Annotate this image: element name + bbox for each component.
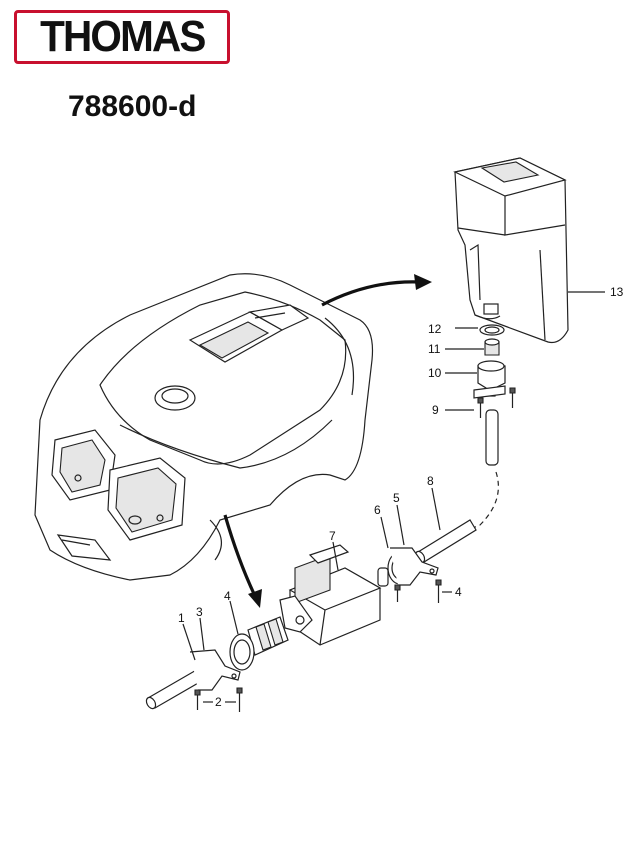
label-3: 3 [196,605,203,619]
clamp-parts-5-6 [380,504,452,603]
clamp-parts-1-2-3 [145,617,243,712]
pump-part-7 [247,541,389,656]
document-code: 788600-d [68,90,197,123]
appliance-body [34,273,374,581]
label-8: 8 [427,474,434,488]
hose-part-8 [414,487,477,564]
logo-text: THOMAS [39,12,206,61]
label-1: 1 [178,611,185,625]
label-4a: 4 [224,589,231,603]
arrow-down-head [248,589,262,608]
tank-part-13 [453,157,605,344]
label-4b: 4 [455,585,462,599]
label-9: 9 [432,403,439,417]
label-11: 11 [428,342,441,356]
label-6: 6 [374,503,381,517]
arrow-right-head [414,274,432,290]
label-13: 13 [610,285,624,299]
label-7: 7 [329,529,336,543]
label-10: 10 [428,366,442,380]
valve-assembly [445,324,516,536]
arrows [223,274,432,608]
label-5: 5 [393,491,400,505]
ring-part-4 [229,600,255,671]
thomas-logo: THOMAS [14,10,230,64]
connection-dashed-line [454,471,499,536]
label-2: 2 [215,695,222,709]
label-12: 12 [428,322,442,336]
part-labels: 13 12 11 10 9 8 7 6 5 4 4 3 1 2 [178,285,624,709]
